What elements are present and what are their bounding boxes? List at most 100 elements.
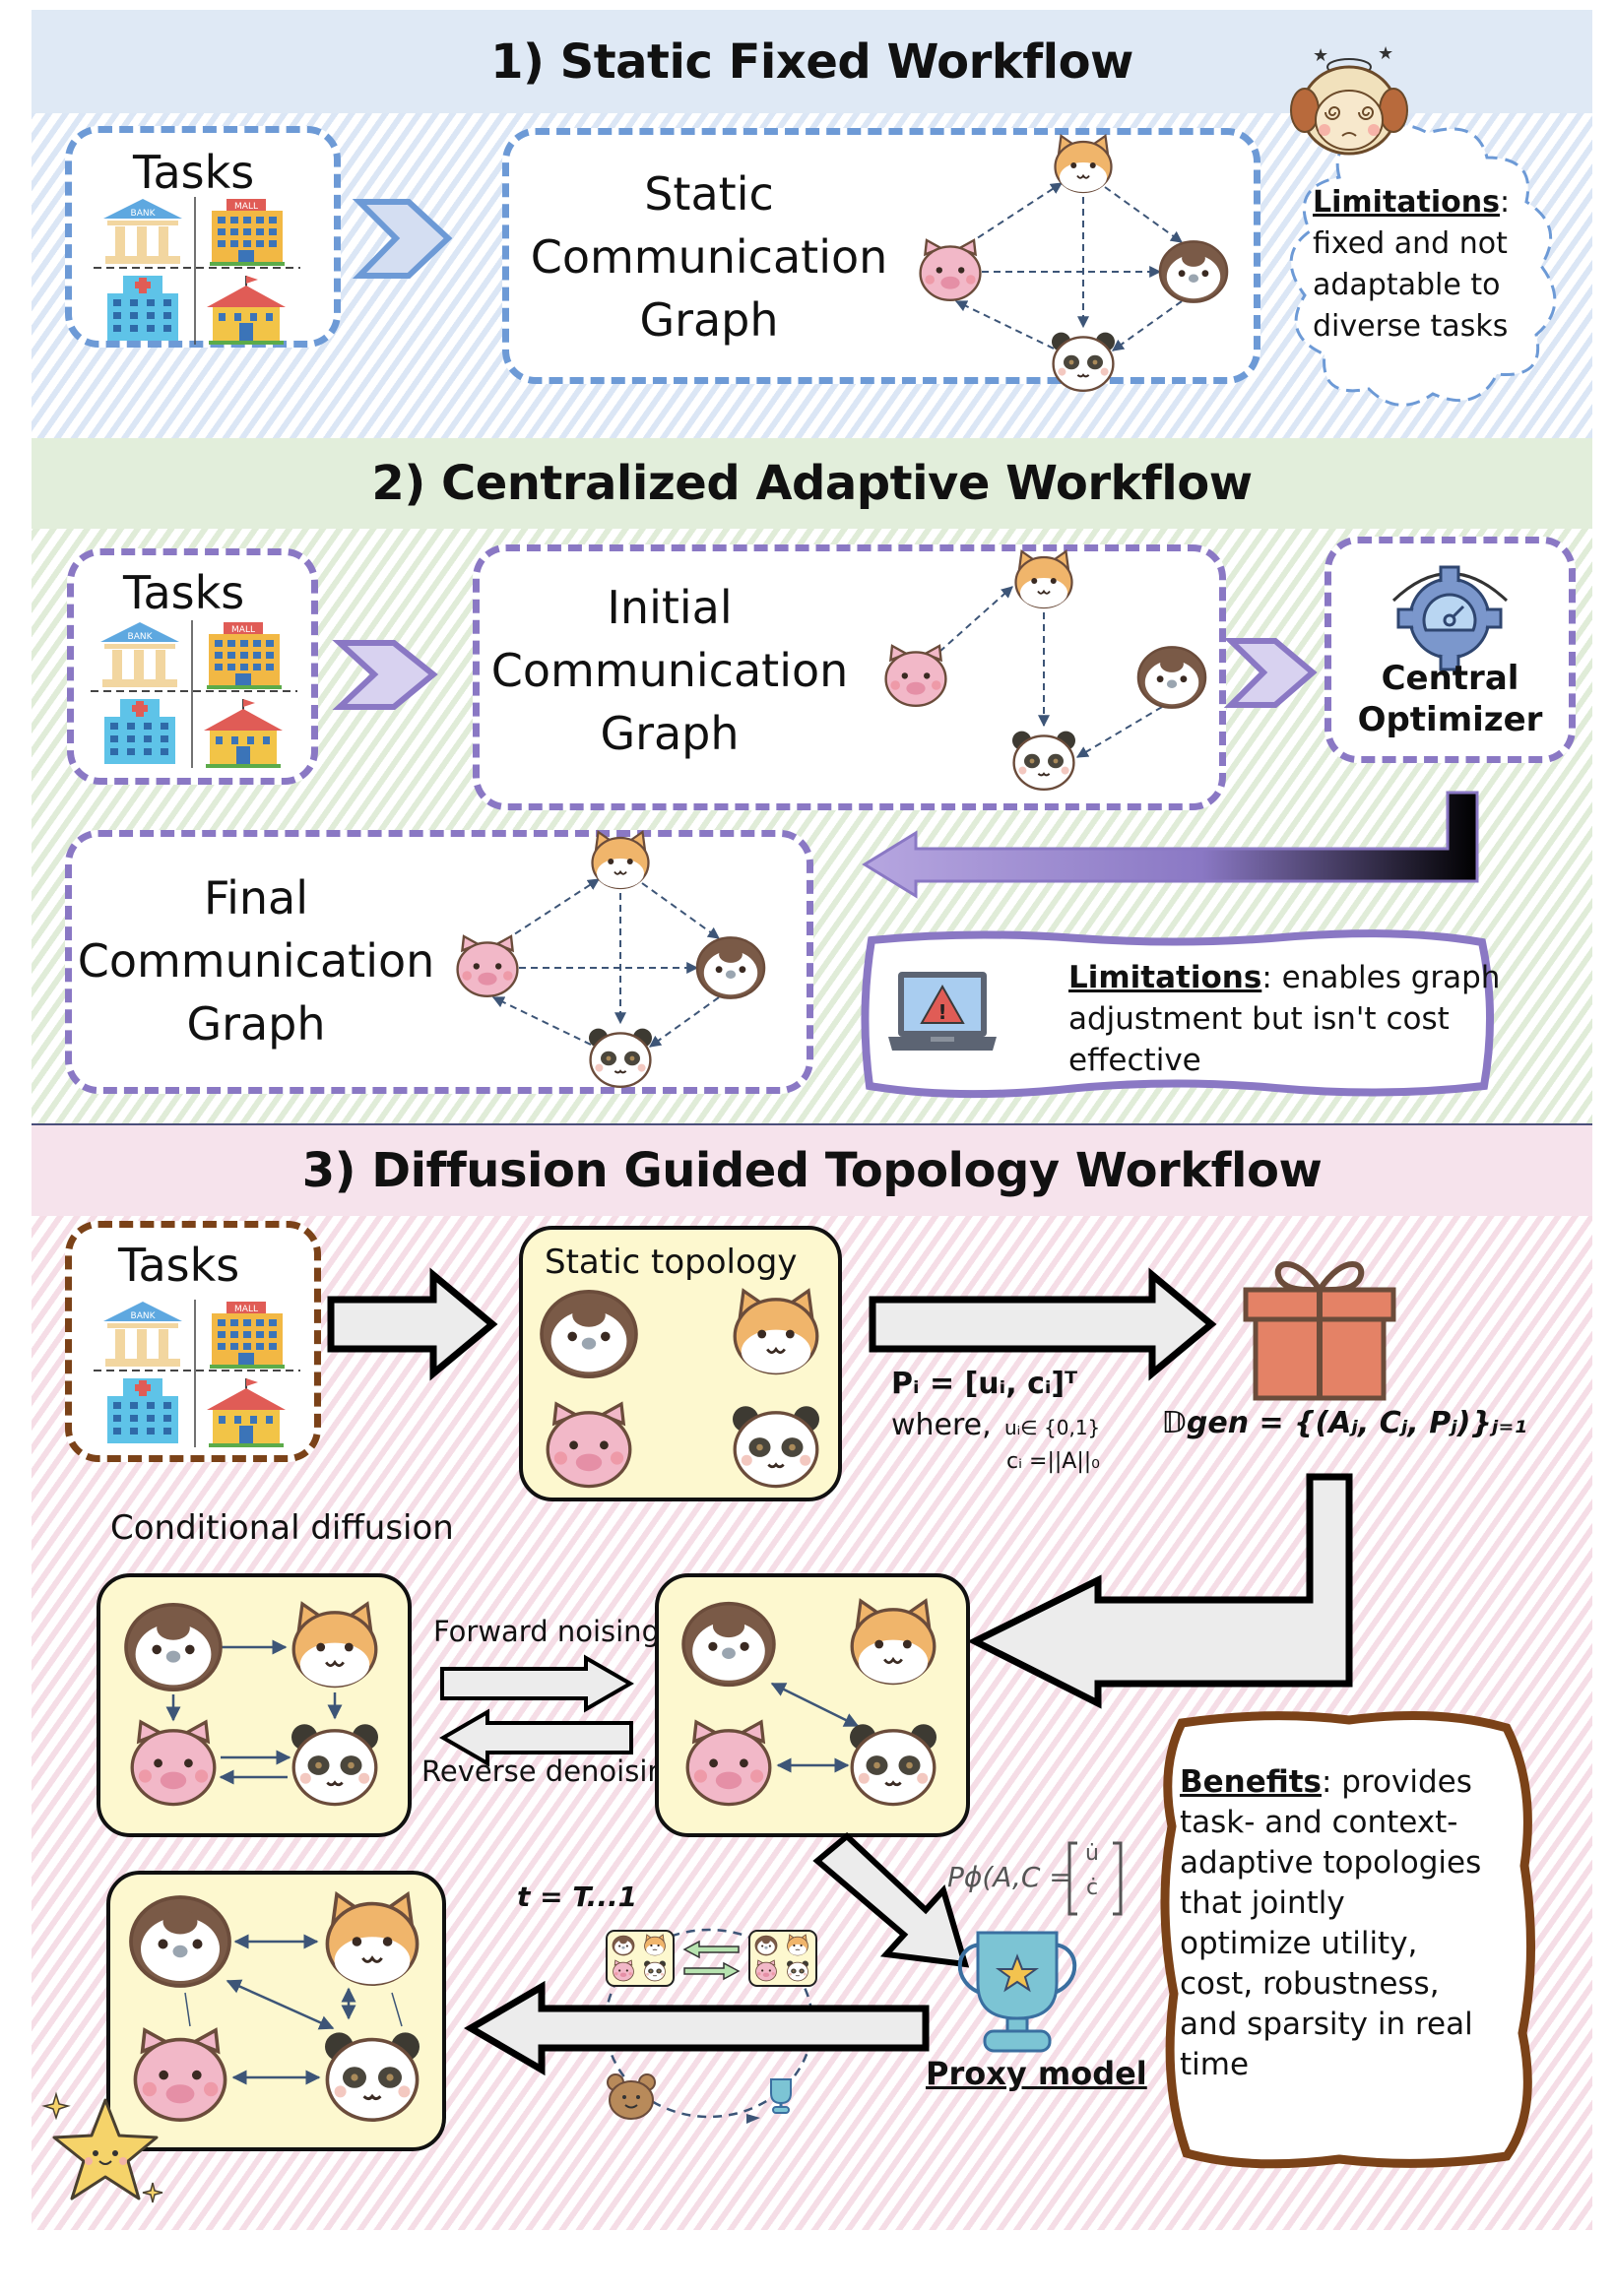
conditional-diffusion-label: Conditional diffusion — [110, 1508, 454, 1548]
hospital-icon — [107, 276, 178, 341]
dog-icon — [1014, 549, 1073, 609]
mini-trophy-icon — [770, 2078, 792, 2114]
pig-icon — [919, 238, 982, 302]
section1-title: 1) Static Fixed Workflow — [490, 33, 1133, 90]
bank-icon: BANK — [100, 622, 179, 687]
graph-edge — [504, 878, 601, 941]
proxy-formula-c: ċ — [1086, 1876, 1099, 1900]
penguin-icon — [540, 1289, 638, 1379]
graph-edge — [967, 182, 1064, 245]
penguin-icon — [695, 936, 766, 999]
formula-dgen: 𝔻gen = {(Aⱼ, Cⱼ, Pⱼ)}ⱼ₌₁ — [1162, 1406, 1527, 1440]
pig-icon — [884, 644, 947, 708]
graph-edge — [1104, 186, 1183, 243]
graph-edge — [954, 300, 1055, 350]
mall-icon: MALL — [207, 622, 282, 689]
section2-chevron-icon — [332, 640, 438, 710]
panda-icon — [1052, 332, 1115, 393]
svg-text:!: ! — [937, 1000, 946, 1024]
section2-title-band: 2) Centralized Adaptive Workflow — [32, 438, 1592, 529]
bank-icon: BANK — [103, 199, 182, 264]
pig-icon — [546, 1401, 632, 1489]
penguin-icon — [754, 1935, 778, 1956]
section1-graph — [919, 134, 1229, 393]
school-icon — [207, 1378, 286, 1447]
forward-noising-label: Forward noising — [433, 1615, 660, 1648]
svg-text:BANK: BANK — [128, 632, 154, 642]
limitations-heading: Limitations — [1068, 960, 1262, 995]
static-topology-label: Static topology — [545, 1243, 798, 1282]
svg-text:BANK: BANK — [131, 1311, 157, 1321]
hospital-icon — [104, 699, 175, 764]
panda-icon — [787, 1960, 808, 1982]
penguin-icon — [124, 1602, 223, 1692]
dog-icon — [787, 1934, 808, 1956]
feedback-arrow-icon — [862, 791, 1479, 899]
penguin-icon — [1136, 646, 1207, 709]
proxy-formula-u: u̇ — [1085, 1841, 1099, 1866]
penguin-icon — [1158, 240, 1229, 303]
trophy-icon — [957, 1931, 1077, 2053]
graph-edge — [226, 1979, 335, 2030]
limitation-box-frame — [861, 929, 1495, 1099]
dog-icon — [291, 1601, 378, 1689]
swap-arrows-icon — [682, 1940, 741, 1981]
proxy-formula-bracket — [1067, 1841, 1123, 1916]
graph-edge — [770, 1682, 860, 1728]
reverse-denoising-label: Reverse denoising — [421, 1754, 684, 1788]
penguin-icon — [129, 1895, 231, 1988]
static-topology-agents — [540, 1288, 819, 1489]
graph-edge — [938, 586, 1013, 653]
arrow-right-1-icon — [327, 1267, 498, 1381]
arrow-elbow-icon — [967, 1473, 1353, 1709]
graph-edge — [184, 1992, 191, 2027]
section1-graph-label: Static Communication Graph — [530, 167, 888, 347]
mall-icon: MALL — [210, 1302, 285, 1369]
section-divider — [32, 1123, 1592, 1125]
benefits-text: Benefits: provides task- and context- ad… — [1180, 1764, 1482, 2082]
diffusion-left-graph — [124, 1601, 378, 1807]
pig-icon — [755, 1959, 777, 1982]
formula-where: where, — [891, 1408, 992, 1442]
section1-task-icons: BANK MALL — [94, 197, 300, 345]
pig-icon — [685, 1719, 772, 1807]
hospital-icon — [107, 1378, 178, 1443]
svg-text:MALL: MALL — [234, 202, 258, 212]
limitation-cloud — [1289, 123, 1557, 407]
section2-limitations: Limitations: enables graph adjustment bu… — [1068, 960, 1501, 1078]
benefits-box-frame — [1160, 1711, 1535, 2169]
arrow-left-long-icon — [464, 1980, 930, 2076]
penguin-icon — [681, 1601, 776, 1688]
school-icon — [207, 276, 286, 345]
section1-limitations: Limitations: fixed and not adaptable to … — [1313, 185, 1511, 344]
graph-edge — [649, 996, 720, 1048]
dog-icon — [1054, 134, 1113, 194]
graph-edge — [391, 1992, 403, 2027]
panda-icon — [850, 1724, 937, 1807]
section2-chevron2-icon — [1223, 638, 1318, 708]
formula-u: uᵢ∈ {0,1} — [1004, 1416, 1101, 1439]
bear-icon — [607, 2073, 656, 2120]
section1-chevron-icon — [352, 199, 453, 279]
initial-graph-label: Initial Communication Graph — [490, 581, 849, 760]
limitations-heading: Limitations — [1313, 185, 1500, 220]
initial-graph — [884, 549, 1207, 792]
mini-topology-1 — [606, 1930, 675, 1987]
section3-task-icons: BANK MALL — [94, 1300, 300, 1447]
mall-icon: MALL — [210, 199, 285, 266]
diffusion-right-graph — [681, 1598, 937, 1807]
section2-tasks-label: Tasks — [123, 566, 245, 619]
section1-tasks-label: Tasks — [133, 146, 255, 199]
section2-title: 2) Centralized Adaptive Workflow — [371, 456, 1253, 511]
bank-icon: BANK — [103, 1302, 182, 1367]
graph-edge — [1112, 300, 1183, 351]
pig-icon — [133, 2027, 227, 2123]
pig-icon — [456, 934, 519, 998]
proxy-formula: Pϕ(A,C = — [947, 1861, 1072, 1893]
gear-gauge-icon — [1391, 565, 1509, 671]
graph-edge — [641, 882, 720, 939]
school-icon — [204, 699, 283, 768]
formula-c: cᵢ =||A||₀ — [1006, 1449, 1100, 1474]
panda-icon — [1012, 731, 1075, 792]
arrow-diagonal-icon — [812, 1831, 970, 1968]
